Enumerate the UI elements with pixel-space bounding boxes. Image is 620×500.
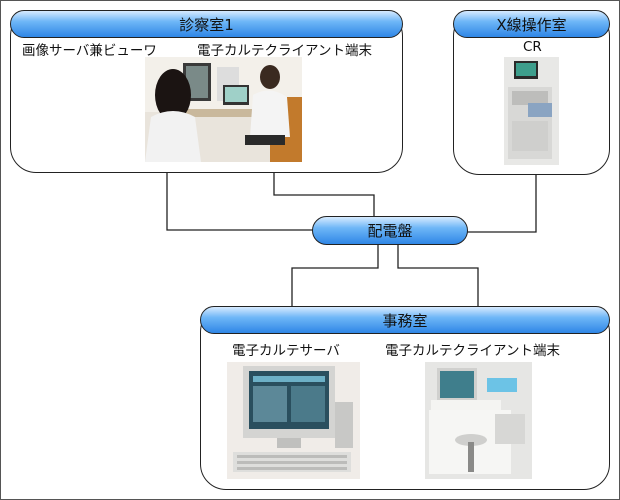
cr-label: CR: [523, 39, 542, 55]
xray-room-title: X線操作室: [453, 10, 610, 38]
line-terminal-to-hub: [273, 160, 375, 216]
exam-room-title: 診察室1: [10, 10, 403, 38]
cr-photo: [504, 57, 559, 165]
line-viewer-to-hub: [166, 160, 314, 231]
office-terminal-photo: [425, 362, 532, 479]
server-label: 電子カルテサーバ: [232, 343, 340, 359]
line-hub-to-office-terminal: [397, 245, 479, 338]
switchboard-hub: 配電盤: [312, 216, 468, 245]
line-hub-to-server: [291, 245, 379, 338]
exam-room-photo: [145, 57, 302, 162]
exam-terminal-label: 電子カルテクライアント端末: [197, 43, 372, 59]
viewer-label: 画像サーバ兼ビューワ: [22, 43, 157, 59]
office-room-title: 事務室: [200, 306, 610, 334]
line-cr-to-hub: [466, 162, 537, 233]
office-terminal-label: 電子カルテクライアント端末: [385, 343, 560, 359]
server-photo: [227, 362, 360, 479]
